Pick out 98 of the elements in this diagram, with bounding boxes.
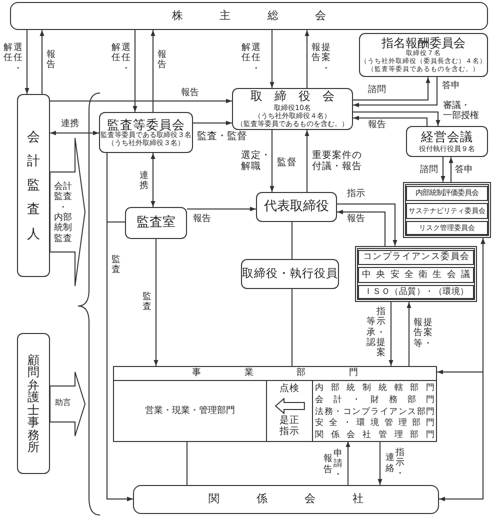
arrow [304,30,310,88]
box-title: ＩＳＯ（品質）・（環境） [364,287,468,297]
cell-text: 内部統制統轄部門 [315,382,434,393]
arrow [336,210,386,246]
edge-label: 答申 [442,81,460,92]
committee-box [358,285,474,299]
rounded-box [17,94,50,277]
rounded-box [99,112,193,153]
rounded-box [256,192,337,222]
cell-text: 会計・財務部門 [315,394,434,405]
cell-text: 安全・環境管理部門 [315,417,434,428]
box-title: 代表取締役 [264,200,329,214]
edge-label: 監査 [111,255,122,276]
rounded-box [232,88,353,130]
edge-label: 諮問 [368,85,386,96]
edge-label: 連携 [61,119,79,130]
text-label: 監督 [277,158,297,169]
cell-text: 法務・コンプライアンス部門 [315,406,434,416]
edge-label: 報告 [193,214,211,224]
arrow [440,156,446,182]
arrow [336,204,398,246]
arrow [352,112,440,126]
table-cell [313,380,436,441]
edge-label: 監査 [142,292,152,313]
edge-label: 報告 [157,50,168,71]
box-title: コンプライアンス委員会 [363,252,469,263]
arrow [50,98,232,104]
cell-text: 営業・現業・管理部門 [145,406,235,416]
committee-box [406,221,488,235]
edge-label: 報告 [347,214,365,224]
table-cell [114,380,267,441]
rounded-box [359,33,488,77]
arrow [270,130,274,192]
table-cell [267,380,313,441]
double-arrow [50,130,100,136]
edge-label: 監査・監督 [197,131,247,142]
double-arrow [438,238,486,502]
committee-box [406,186,488,201]
rounded-box [125,207,187,239]
edge-label: 重要案件の付議・報告 [312,151,362,173]
arrow [304,130,310,192]
edge-label: 諮問 [420,165,438,176]
box-title: 取締役・執行役員 [242,267,338,281]
edge-label: 会計監査・内部統制監査 [52,182,74,244]
box-title: 中央安全衛生会議 [362,270,470,280]
box-title: 会計監査人 [27,130,40,240]
cell-text: 関係会社管理部門 [315,429,434,440]
edge-label: 報告 [368,120,386,130]
box-title: 監査室 [136,216,176,230]
arrow [154,238,158,366]
arrow [40,30,44,94]
edge-label: 報告 [181,88,199,98]
edge-label: 助言 [52,398,74,408]
arrow [186,206,256,212]
edge-label: 提案・報告等 [413,318,434,350]
double-arrow [150,152,156,208]
double-frame-box [355,246,477,302]
committee-box [406,203,488,219]
edge-label: 審議・一部授権 [443,101,479,122]
arrow [270,30,274,88]
rounded-box [406,126,488,157]
edge-label: 指示・提案等承認 [366,307,386,359]
arrow [448,156,454,182]
arrow [150,30,156,112]
box-title: 監査等委員会 [107,118,185,132]
arrow [352,116,428,126]
box-title: 関係会社 [208,493,364,506]
box-title: 取締役会 [250,90,334,104]
double-frame-box [403,182,491,238]
rounded-box [10,2,488,30]
rounded-box [17,333,50,474]
arrow [352,76,430,100]
edge-label: 指示 [347,189,365,200]
arrow [24,30,30,94]
cell-text: 是正指示 [280,416,300,438]
table-header-text: 事業部門 [192,367,358,379]
committee-box [358,267,474,283]
rounded-box [133,485,439,514]
arrow [406,302,412,366]
arrow [106,222,134,502]
edge-label: 答申 [455,165,473,176]
arrow [346,440,350,486]
arrow [192,120,232,126]
arrow [388,302,394,366]
edge-label: 報告 [46,50,56,71]
arrow [132,30,138,112]
edge-label: 連携 [139,171,150,192]
box-title: 経営会議 [421,130,473,145]
box-title: 指名報酬委員会 [382,36,466,50]
committee-box [358,250,474,265]
connector-line [186,440,188,486]
cell-text: 点検 [280,384,300,395]
arrow [378,440,382,486]
arrow [352,76,438,108]
box-title: 顧問弁護士事務所 [28,354,40,454]
box-title: 株主総会 [172,10,326,22]
rounded-box [241,259,339,289]
department-table [113,366,437,442]
